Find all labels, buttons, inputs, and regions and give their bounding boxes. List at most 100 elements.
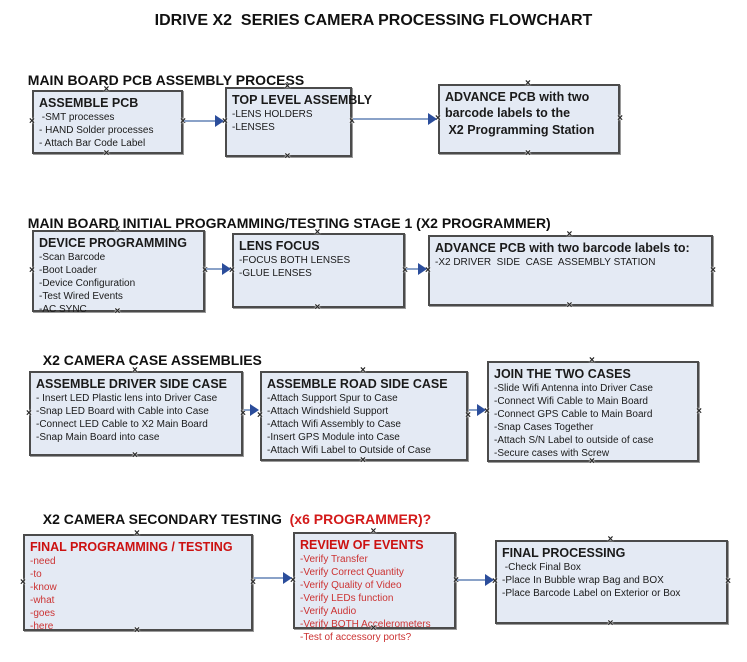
box-item: -Verify LEDs function (300, 593, 394, 604)
box-title: TOP LEVEL ASSEMBLY (232, 93, 373, 107)
arrow-head-icon (250, 404, 259, 416)
box-title: ASSEMBLE DRIVER SIDE CASE (36, 377, 228, 391)
box-item: -Test of accessory ports? (300, 632, 412, 643)
box-title: FINAL PROGRAMMING / TESTING (30, 540, 233, 554)
box-item: -Place Barcode Label on Exterior or Box (502, 588, 681, 599)
connection-point-icon: × (180, 117, 186, 127)
box-item: X2 Programming Station (445, 123, 595, 137)
box-item: -FOCUS BOTH LENSES (239, 255, 351, 266)
arrow-head-icon (428, 113, 437, 125)
arrow-head-icon (418, 263, 427, 275)
connection-point-icon: × (607, 534, 614, 545)
flow-box-review-of-events[interactable]: × × × × REVIEW OF EVENTS -Verify Transfe… (290, 527, 459, 644)
flow-box-advance-pcb-programming-station[interactable]: × × × × ADVANCE PCB with two barcode lab… (435, 79, 623, 159)
box-item: - HAND Solder processes (39, 125, 154, 136)
box-item: -Snap Cases Together (494, 422, 594, 433)
flow-box-advance-pcb-driver-side-station[interactable]: × × × × ADVANCE PCB with two barcode lab… (425, 230, 716, 311)
box-item: -Snap LED Board with Cable into Case (36, 406, 209, 417)
box-item: barcode labels to the (445, 106, 571, 120)
box-item: -Connect GPS Cable to Main Board (494, 409, 653, 420)
box-item: -Connect LED Cable to X2 Main Board (36, 419, 208, 430)
connection-point-icon: × (26, 407, 32, 419)
box-item: -Insert GPS Module into Case (267, 432, 400, 443)
section-heading-initial-programming: MAIN BOARD INITIAL PROGRAMMING/TESTING S… (20, 199, 551, 231)
connection-point-icon: × (566, 229, 573, 240)
box-item: -Snap Main Board into case (36, 432, 160, 443)
box-item: -AC SYNC (39, 304, 87, 315)
box-item: -goes (30, 608, 56, 619)
box-item: -Boot Loader (39, 265, 97, 276)
connection-point-icon: × (465, 410, 471, 421)
flow-box-final-processing[interactable]: × × × × FINAL PROCESSING -Check Final Bo… (492, 535, 731, 629)
connection-point-icon: × (134, 528, 140, 539)
box-item: -here (30, 621, 54, 632)
arrow-line (184, 120, 217, 122)
box-title: DEVICE PROGRAMMING (39, 236, 187, 250)
connection-point-icon: × (617, 113, 623, 124)
box-item: - Insert LED Plastic lens into Driver Ca… (36, 393, 218, 404)
connection-point-icon: × (525, 78, 531, 89)
box-title: ADVANCE PCB with two (445, 90, 590, 104)
box-title: ASSEMBLE PCB (39, 96, 139, 110)
box-item: -Attach Windshield Support (267, 406, 389, 417)
connection-point-icon: × (589, 355, 595, 366)
box-item: -Connect Wifi Cable to Main Board (494, 396, 648, 407)
box-item: -X2 DRIVER SIDE CASE ASSEMBLY STATION (435, 257, 656, 268)
connection-point-icon: × (132, 450, 138, 461)
connection-point-icon: × (525, 148, 531, 159)
section-heading-pcb-assembly: MAIN BOARD PCB ASSEMBLY PROCESS (20, 56, 304, 88)
flow-box-device-programming[interactable]: × × × × DEVICE PROGRAMMING -Scan Barcode… (29, 225, 208, 317)
connection-point-icon: × (710, 264, 716, 276)
arrow-head-icon (215, 115, 224, 127)
flow-box-join-the-two-cases[interactable]: × × × × JOIN THE TWO CASES -Slide Wifi A… (484, 356, 702, 467)
arrow-line (406, 268, 420, 270)
box-item: -Device Configuration (39, 278, 136, 289)
connection-point-icon: × (725, 576, 731, 587)
connection-point-icon: × (566, 300, 573, 311)
box-item: -know (30, 582, 57, 593)
connection-point-icon: × (250, 576, 256, 588)
page-title: IDRIVE X2 SERIES CAMERA PROCESSING FLOWC… (154, 12, 593, 29)
connection-point-icon: × (360, 365, 366, 376)
arrow-line (469, 409, 479, 411)
box-item: -LENSES (232, 122, 275, 133)
connection-point-icon: × (370, 526, 377, 537)
flow-box-top-level-assembly[interactable]: × × × × TOP LEVEL ASSEMBLY -LENS HOLDERS… (222, 82, 373, 162)
arrow-line (244, 409, 252, 411)
box-item: -what (30, 595, 55, 606)
box-title: LENS FOCUS (239, 239, 320, 253)
arrow-head-icon (485, 574, 494, 586)
flow-box-assemble-driver-side-case[interactable]: × × × × ASSEMBLE DRIVER SIDE CASE - Inse… (26, 366, 246, 461)
connection-point-icon: × (360, 455, 366, 466)
box-item: -Slide Wifi Antenna into Driver Case (494, 383, 653, 394)
connection-point-icon: × (284, 151, 291, 162)
box-item: -to (30, 569, 42, 580)
box-item: -need (30, 556, 56, 567)
box-item: -Verify BOTH Accelerometers (300, 619, 431, 630)
box-title: FINAL PROCESSING (502, 546, 626, 560)
box-item: -SMT processes (39, 112, 115, 123)
arrow-line (353, 118, 430, 120)
flow-box-assemble-road-side-case[interactable]: × × × × ASSEMBLE ROAD SIDE CASE -Attach … (257, 366, 471, 466)
box-item: -GLUE LENSES (239, 268, 312, 279)
box-title: ASSEMBLE ROAD SIDE CASE (267, 377, 448, 391)
flow-box-assemble-pcb[interactable]: × × × × ASSEMBLE PCB -SMT processes - HA… (29, 85, 186, 159)
arrow-line (254, 577, 285, 579)
box-item: -Place In Bubble wrap Bag and BOX (502, 575, 664, 586)
box-item: -Attach Support Spur to Case (267, 393, 398, 404)
arrow-head-icon (477, 404, 486, 416)
arrow-line (206, 268, 224, 270)
connection-point-icon: × (29, 265, 35, 276)
box-item: -Attach Wifi Assembly to Case (267, 419, 401, 430)
box-title: ADVANCE PCB with two barcode labels to: (435, 241, 690, 255)
flow-box-lens-focus[interactable]: × × × × LENS FOCUS -FOCUS BOTH LENSES -G… (229, 228, 408, 313)
connection-point-icon: × (103, 148, 110, 159)
box-item: -Attach Wifi Label to Outside of Case (267, 445, 431, 456)
connection-point-icon: × (314, 302, 321, 313)
flow-box-final-programming-testing[interactable]: × × × × FINAL PROGRAMMING / TESTING -nee… (20, 529, 256, 636)
arrow-head-icon (283, 572, 292, 584)
box-item: -LENS HOLDERS (232, 109, 313, 120)
box-item: -Check Final Box (502, 562, 581, 573)
box-item: -Verify Transfer (300, 554, 368, 565)
connection-point-icon: × (607, 618, 614, 629)
